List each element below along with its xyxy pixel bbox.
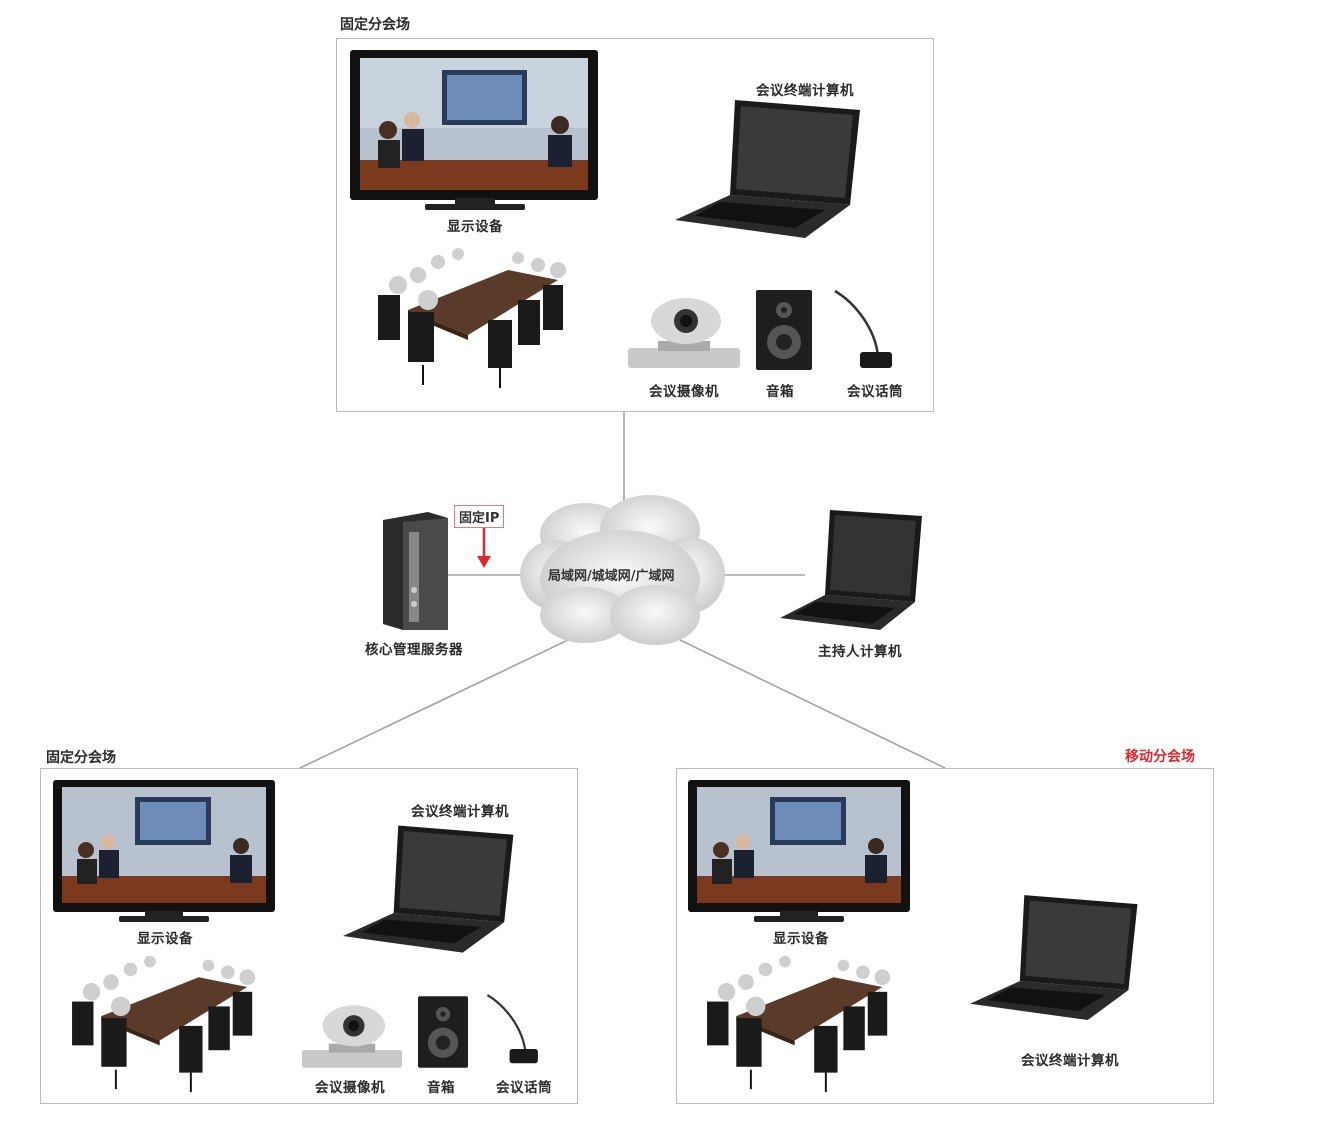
speaker-label-top: 音箱 bbox=[766, 384, 794, 400]
terminal-label-bottom-right: 会议终端计算机 bbox=[1021, 1053, 1119, 1069]
fixed-ip-tag: 固定IP bbox=[454, 505, 505, 528]
laptop-icon bbox=[675, 100, 860, 238]
camera-icon bbox=[302, 1005, 402, 1068]
camera-label-bottom-left: 会议摄像机 bbox=[315, 1080, 385, 1096]
site-title-bottom-right: 移动分会场 bbox=[1125, 749, 1195, 765]
conference-table-icon bbox=[378, 248, 566, 388]
mic-label-top: 会议话筒 bbox=[847, 384, 903, 400]
display-icon bbox=[53, 780, 275, 922]
cloud-icon bbox=[520, 495, 725, 645]
site-title-top: 固定分会场 bbox=[340, 17, 410, 33]
display-icon bbox=[688, 780, 910, 922]
terminal-label-top: 会议终端计算机 bbox=[756, 83, 854, 99]
speaker-label-bottom-left: 音箱 bbox=[427, 1080, 455, 1096]
server-icon bbox=[383, 512, 448, 630]
display-icon bbox=[350, 50, 598, 210]
speaker-icon bbox=[418, 996, 468, 1068]
down-arrow-icon bbox=[477, 528, 491, 568]
microphone-icon bbox=[834, 289, 892, 368]
speaker-icon bbox=[756, 290, 812, 370]
conference-table-icon bbox=[707, 955, 891, 1093]
cloud-label: 局域网/城域网/广域网 bbox=[548, 569, 675, 584]
camera-icon bbox=[628, 298, 740, 368]
server-label: 核心管理服务器 bbox=[365, 642, 463, 658]
laptop-icon bbox=[343, 825, 514, 953]
conference-table-icon bbox=[72, 955, 256, 1093]
site-title-bottom-left: 固定分会场 bbox=[46, 750, 116, 766]
host-label: 主持人计算机 bbox=[818, 644, 902, 660]
display-label-bottom-right: 显示设备 bbox=[773, 931, 829, 947]
microphone-icon bbox=[486, 994, 538, 1064]
camera-label-top: 会议摄像机 bbox=[649, 384, 719, 400]
laptop-icon bbox=[970, 895, 1138, 1021]
mic-label-bottom-left: 会议话筒 bbox=[496, 1080, 552, 1096]
terminal-label-bottom-left: 会议终端计算机 bbox=[411, 804, 509, 820]
host-laptop-icon bbox=[780, 510, 922, 630]
display-label-top: 显示设备 bbox=[447, 219, 503, 235]
display-label-bottom-left: 显示设备 bbox=[137, 931, 193, 947]
